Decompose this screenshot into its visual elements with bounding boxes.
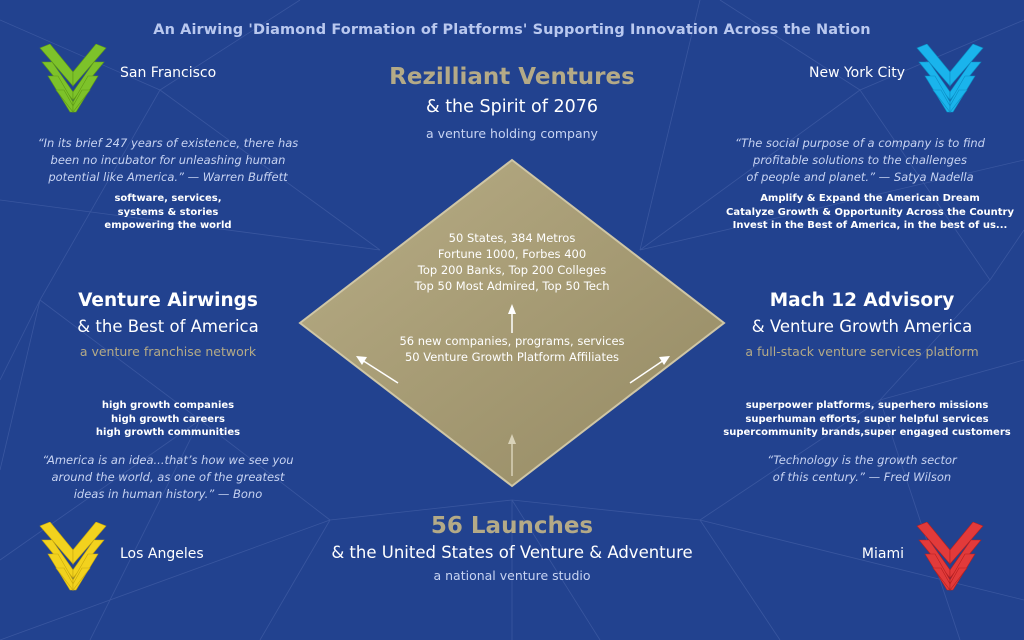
diamond-line: 50 States, 384 Metros (448, 231, 576, 245)
quote-line: of people and planet.” — Satya Nadella (746, 170, 974, 184)
note-line: software, services, (114, 193, 222, 204)
quote-nadella: “The social purpose of a company is to f… (710, 135, 1010, 186)
notes-high-growth: high growth companies high growth career… (68, 399, 268, 440)
top-title: Rezilliant Ventures (389, 64, 635, 90)
note-line: superpower platforms, superhero missions (745, 400, 989, 411)
logo-green (39, 44, 107, 113)
note-line: supercommunity brands,super engaged cust… (723, 427, 1011, 438)
city-label-los-angeles: Los Angeles (120, 546, 204, 562)
note-line: superhuman efforts, super helpful servic… (745, 413, 989, 425)
airwing-logo-icon (916, 522, 984, 591)
bottom-description: a national venture studio (433, 568, 591, 583)
diamond-line: 50 Venture Growth Platform Affiliates (404, 350, 620, 364)
diamond-line: 56 new companies, programs, services (399, 334, 625, 348)
notes-american-dream: Amplify & Expand the American Dream Cata… (710, 192, 1024, 233)
quote-line: “The social purpose of a company is to f… (735, 136, 985, 150)
diamond-line: Top 200 Banks, Top 200 Colleges (417, 263, 607, 277)
left-title: Venture Airwings (78, 290, 258, 311)
right-title: Mach 12 Advisory (769, 290, 955, 311)
note-line: Amplify & Expand the American Dream (760, 193, 980, 204)
airwing-logo-icon (39, 522, 107, 591)
note-line: high growth communities (95, 427, 241, 438)
quote-line: “In its brief 247 years of existence, th… (37, 136, 299, 150)
quote-line: been no incubator for unleashing human (50, 153, 286, 167)
right-block: Mach 12 Advisory & Venture Growth Americ… (712, 288, 1012, 364)
left-subtitle: & the Best of America (77, 317, 259, 336)
left-block: Venture Airwings & the Best of America a… (18, 288, 318, 364)
note-line: high growth careers (111, 413, 225, 425)
notes-superpower: superpower platforms, superhero missions… (712, 399, 1022, 440)
right-subtitle: & Venture Growth America (751, 317, 973, 336)
logo-red (916, 522, 984, 591)
bottom-title: 56 Launches (430, 513, 594, 539)
note-line: empowering the world (104, 220, 232, 231)
city-label-miami: Miami (861, 546, 904, 562)
airwing-logo-icon (39, 44, 107, 113)
diamond-line: Top 50 Most Admired, Top 50 Tech (414, 279, 610, 293)
arrow-up-icon (508, 434, 516, 476)
quote-line: potential like America.” — Warren Buffet… (48, 170, 288, 184)
central-diamond (298, 158, 726, 488)
city-label-san-francisco: San Francisco (120, 65, 217, 81)
diamond-line: Fortune 1000, Forbes 400 (437, 247, 587, 261)
bottom-subtitle: & the United States of Venture & Adventu… (331, 543, 693, 562)
city-label-new-york-city: New York City (809, 65, 905, 81)
quote-line: “Technology is the growth sector (767, 453, 957, 467)
quote-wilson: “Technology is the growth sector of this… (712, 452, 1012, 486)
quote-line: ideas in human history.” — Bono (73, 487, 263, 501)
top-description: a venture holding company (426, 126, 598, 141)
right-description: a full-stack venture services platform (745, 344, 979, 359)
quote-line: “America is an idea...that’s how we see … (42, 453, 294, 467)
quote-bono: “America is an idea...that’s how we see … (18, 452, 318, 503)
quote-line: of this century.” — Fred Wilson (772, 470, 952, 484)
quote-line: around the world, as one of the greatest (51, 470, 285, 484)
quote-line: profitable solutions to the challenges (753, 153, 967, 167)
arrow-up-right-icon (629, 356, 670, 384)
diamond-upper-text: 50 States, 384 Metros Fortune 1000, Forb… (362, 230, 662, 294)
note-line: systems & stories (117, 206, 219, 218)
header-tagline: An Airwing 'Diamond Formation of Platfor… (153, 22, 871, 38)
arrow-up-icon (508, 304, 516, 333)
quote-buffett: “In its brief 247 years of existence, th… (18, 135, 318, 186)
notes-software: software, services, systems & stories em… (68, 192, 268, 233)
logo-yellow (39, 522, 107, 591)
logo-cyan (916, 44, 984, 113)
note-line: Invest in the Best of America, in the be… (732, 220, 1008, 231)
arrow-up-left-icon (356, 356, 399, 384)
top-block: Rezilliant Ventures & the Spirit of 2076… (312, 60, 712, 146)
top-subtitle: & the Spirit of 2076 (425, 97, 599, 117)
bottom-block: 56 Launches & the United States of Ventu… (262, 511, 762, 587)
diamond-lower-text: 56 new companies, programs, services 50 … (362, 333, 662, 365)
left-description: a venture franchise network (79, 344, 257, 359)
note-line: high growth companies (101, 400, 235, 411)
note-line: Catalyze Growth & Opportunity Across the… (725, 206, 1015, 218)
airwing-logo-icon (916, 44, 984, 113)
